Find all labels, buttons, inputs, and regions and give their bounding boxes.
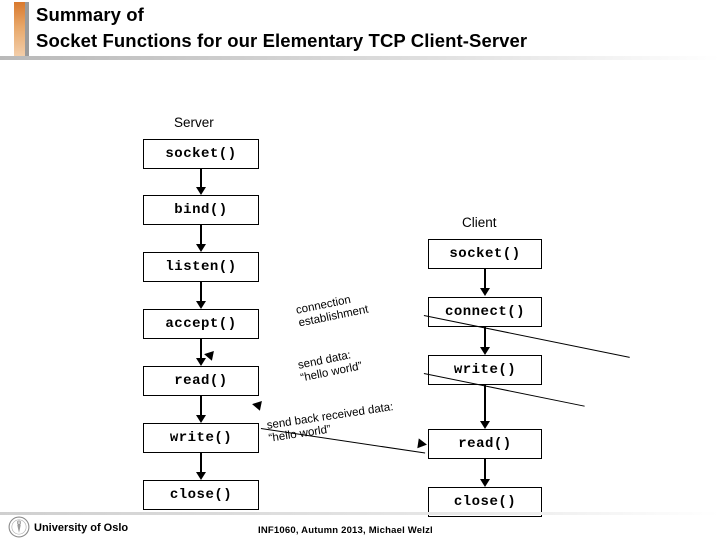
server-arrow-listen-to-accept-head [196,301,206,309]
footer-organization: University of Oslo [34,522,129,534]
message-arrow-connection-establishment-head [203,349,214,361]
server-node-listen[interactable]: listen() [143,252,259,282]
server-arrow-accept-to-read-line [200,339,202,359]
client-arrow-connect-to-write-line [484,327,486,348]
server-node-write[interactable]: write() [143,423,259,453]
page-title: Summary of Socket Functions for our Elem… [36,2,706,54]
server-arrow-bind-to-listen-line [200,225,202,245]
client-node-socket[interactable]: socket() [428,239,542,269]
message-label-send-data: send data: “hello world” [297,348,364,386]
server-node-close[interactable]: close() [143,480,259,510]
header-divider [0,56,720,60]
server-arrow-listen-to-accept-line [200,282,202,302]
client-arrow-read-to-close-line [484,459,486,480]
university-seal-icon [8,516,30,538]
server-arrow-bind-to-listen-head [196,244,206,252]
server-arrow-write-to-close-head [196,472,206,480]
server-arrow-write-to-close-line [200,453,202,473]
slide-header: Summary of Socket Functions for our Elem… [0,0,720,62]
tcp-client-server-diagram: Server Client socket() bind() listen() a… [0,62,720,517]
client-node-connect[interactable]: connect() [428,297,542,327]
footer-course-info: INF1060, Autumn 2013, Michael Welzl [258,525,433,536]
footer-divider [0,512,720,515]
server-node-read[interactable]: read() [143,366,259,396]
server-arrow-read-to-write-line [200,396,202,416]
page-title-line1: Summary of [36,4,144,25]
server-node-accept[interactable]: accept() [143,309,259,339]
server-arrow-read-to-write-head [196,415,206,423]
client-node-read[interactable]: read() [428,429,542,459]
message-arrow-send-back-head [417,438,428,450]
server-arrow-socket-to-bind-head [196,187,206,195]
client-node-write[interactable]: write() [428,355,542,385]
client-arrow-socket-to-connect-head [480,288,490,296]
client-arrow-socket-to-connect-line [484,269,486,289]
server-column-label: Server [174,115,214,130]
client-column-label: Client [462,215,497,230]
header-accent-bar [14,2,25,58]
client-arrow-read-to-close-head [480,479,490,487]
client-arrow-write-to-read-line [484,385,486,422]
header-accent-bar-secondary [25,2,29,58]
server-node-bind[interactable]: bind() [143,195,259,225]
server-arrow-accept-to-read-head [196,358,206,366]
message-arrow-send-data-head [251,399,262,411]
client-arrow-connect-to-write-head [480,347,490,355]
message-label-connection-establishment: connection establishment [295,291,370,331]
client-arrow-write-to-read-head [480,421,490,429]
page-title-line2: Socket Functions for our Elementary TCP … [36,30,528,51]
server-node-socket[interactable]: socket() [143,139,259,169]
server-arrow-socket-to-bind-line [200,169,202,188]
